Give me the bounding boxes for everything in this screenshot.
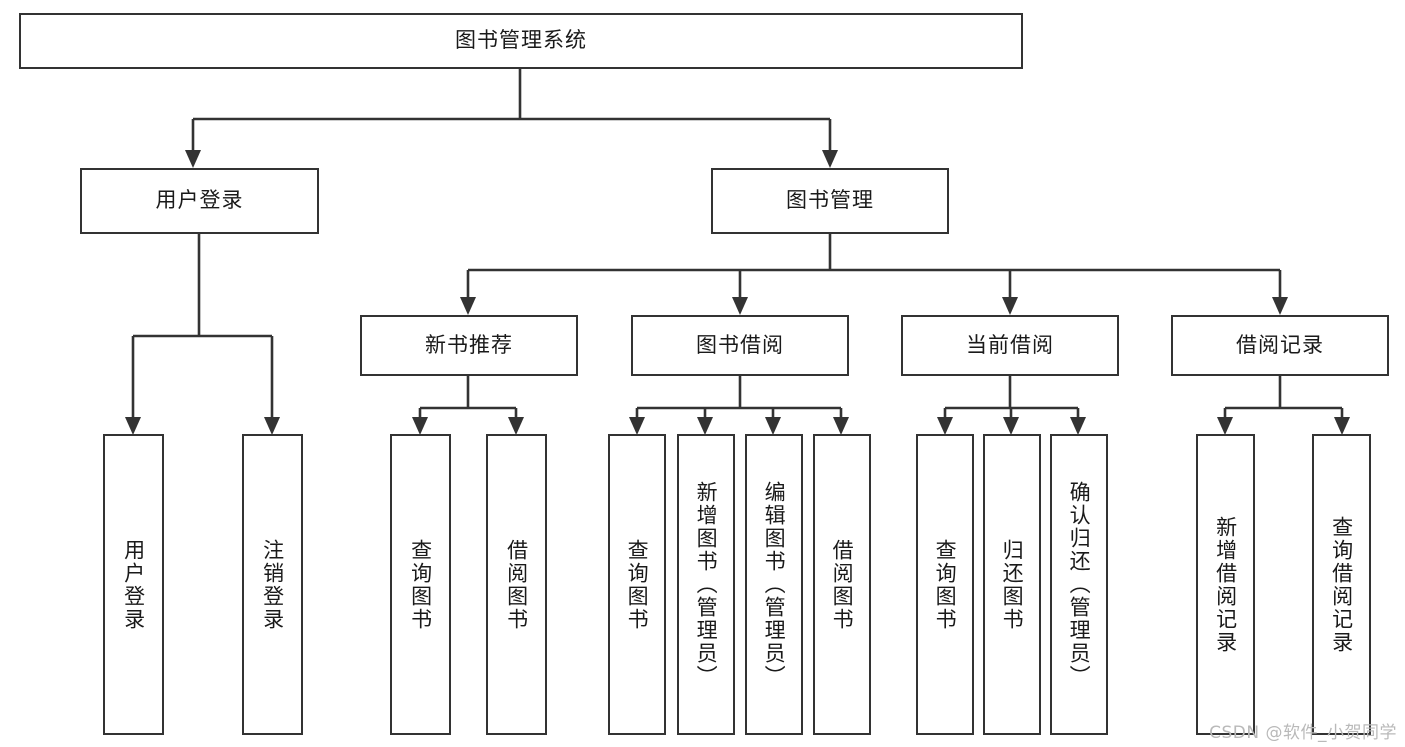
node-book-borrow-label: 图书借阅 — [696, 332, 784, 357]
node-borrow-record-label: 借阅记录 — [1236, 332, 1324, 357]
node-book-manage[interactable]: 图书管理 — [711, 168, 949, 234]
node-new-book-recommend-label: 新书推荐 — [425, 332, 513, 357]
arrow-bb-to-leaf3 — [765, 417, 781, 435]
arrow-user-login-to-leaf2 — [264, 417, 280, 435]
leaf-borrow-book-1-label: 借阅图书 — [504, 538, 529, 631]
leaf-edit-book-label: 编辑图书（管理员） — [762, 481, 787, 688]
leaf-borrow-book-2[interactable]: 借阅图书 — [813, 434, 871, 735]
arrow-bm-to-new-book-recommend — [460, 297, 476, 315]
arrow-bm-to-current-borrow — [1002, 297, 1018, 315]
csdn-watermark: CSDN @软件_小贺同学 — [1209, 723, 1397, 743]
leaf-return-book-label: 归还图书 — [1000, 538, 1025, 631]
leaf-query-book-1[interactable]: 查询图书 — [390, 434, 451, 735]
leaf-user-login-label: 用户登录 — [121, 538, 146, 631]
leaf-confirm-return[interactable]: 确认归还（管理员） — [1050, 434, 1108, 735]
leaf-user-logout-label: 注销登录 — [260, 538, 285, 631]
leaf-borrow-book-1[interactable]: 借阅图书 — [486, 434, 547, 735]
arrow-bm-to-borrow-record — [1272, 297, 1288, 315]
leaf-borrow-book-2-label: 借阅图书 — [830, 538, 855, 631]
node-current-borrow[interactable]: 当前借阅 — [901, 315, 1119, 376]
arrow-bb-to-leaf1 — [629, 417, 645, 435]
node-current-borrow-label: 当前借阅 — [966, 332, 1054, 357]
arrow-cb-to-leaf1 — [937, 417, 953, 435]
leaf-return-book[interactable]: 归还图书 — [983, 434, 1041, 735]
leaf-query-book-3-label: 查询图书 — [933, 538, 958, 631]
arrow-bb-to-leaf4 — [833, 417, 849, 435]
arrow-user-login-to-leaf1 — [125, 417, 141, 435]
arrow-bm-to-book-borrow — [732, 297, 748, 315]
arrow-nbr-to-leaf2 — [508, 417, 524, 435]
leaf-confirm-return-label: 确认归还（管理员） — [1067, 481, 1092, 688]
leaf-add-book-label: 新增图书（管理员） — [694, 481, 719, 688]
leaf-query-book-3[interactable]: 查询图书 — [916, 434, 974, 735]
leaf-query-book-1-label: 查询图书 — [408, 538, 433, 631]
leaf-user-login[interactable]: 用户登录 — [103, 434, 164, 735]
leaf-user-logout[interactable]: 注销登录 — [242, 434, 303, 735]
leaf-query-record[interactable]: 查询借阅记录 — [1312, 434, 1371, 735]
arrow-root-to-book-manage — [822, 150, 838, 168]
node-book-manage-label: 图书管理 — [786, 188, 874, 213]
arrow-br-to-leaf2 — [1334, 417, 1350, 435]
leaf-add-record-label: 新增借阅记录 — [1213, 515, 1238, 654]
arrow-nbr-to-leaf1 — [412, 417, 428, 435]
leaf-query-record-label: 查询借阅记录 — [1329, 515, 1354, 654]
leaf-add-record[interactable]: 新增借阅记录 — [1196, 434, 1255, 735]
arrow-cb-to-leaf2 — [1003, 417, 1019, 435]
node-new-book-recommend[interactable]: 新书推荐 — [360, 315, 578, 376]
leaf-query-book-2-label: 查询图书 — [625, 538, 650, 631]
arrow-cb-to-leaf3 — [1070, 417, 1086, 435]
leaf-edit-book[interactable]: 编辑图书（管理员） — [745, 434, 803, 735]
node-borrow-record[interactable]: 借阅记录 — [1171, 315, 1389, 376]
arrow-bb-to-leaf2 — [697, 417, 713, 435]
node-root[interactable]: 图书管理系统 — [19, 13, 1023, 69]
node-user-login-label: 用户登录 — [155, 188, 244, 213]
leaf-add-book[interactable]: 新增图书（管理员） — [677, 434, 735, 735]
node-book-borrow[interactable]: 图书借阅 — [631, 315, 849, 376]
leaf-query-book-2[interactable]: 查询图书 — [608, 434, 666, 735]
arrow-br-to-leaf1 — [1217, 417, 1233, 435]
node-user-login[interactable]: 用户登录 — [80, 168, 319, 234]
node-root-label: 图书管理系统 — [455, 28, 587, 53]
arrow-root-to-user-login — [185, 150, 201, 168]
